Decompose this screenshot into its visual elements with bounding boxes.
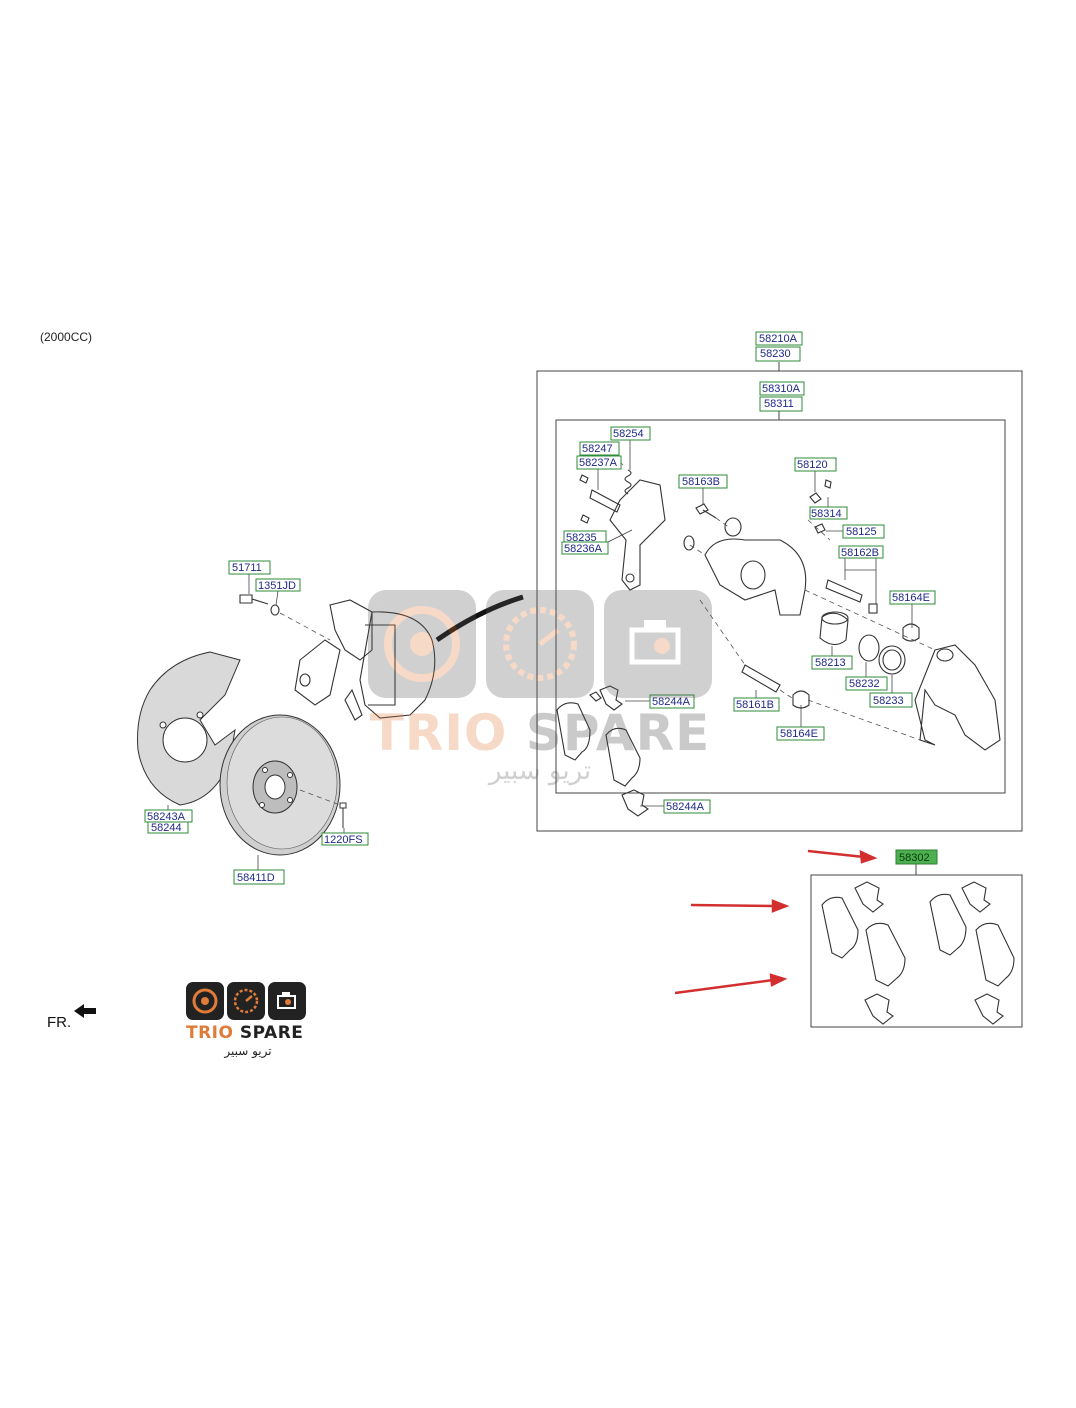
part-label-58120[interactable]: 58120 (797, 459, 828, 471)
part-label-58314[interactable]: 58314 (811, 508, 842, 520)
inner-leaders (597, 439, 913, 807)
brake-disc-icon (186, 982, 224, 1020)
part-label-51711[interactable]: 51711 (232, 562, 262, 574)
brand-arabic-name: تريو سبير (224, 1044, 272, 1058)
part-number-texts: 58210A 58230 58310A 58311 58254 58247 58… (147, 333, 930, 884)
part-label-58311[interactable]: 58311 (764, 398, 794, 410)
front-direction-label: FR. (47, 1014, 72, 1031)
part-label-58213[interactable]: 58213 (815, 657, 846, 669)
part-label-58243A[interactable]: 58243A (147, 811, 186, 823)
part-label-58310A[interactable]: 58310A (762, 383, 801, 395)
part-number-labels (144, 331, 938, 885)
left-caliper-art (239, 594, 436, 721)
part-label-58125[interactable]: 58125 (846, 526, 877, 538)
part-label-58237A[interactable]: 58237A (579, 457, 618, 469)
caliper-parts-art (556, 469, 1001, 817)
part-label-1351JD[interactable]: 1351JD (258, 580, 296, 592)
pad-kit-art (821, 881, 1015, 1025)
engine-variant-label: (2000CC) (40, 330, 93, 344)
part-label-58232[interactable]: 58232 (849, 678, 880, 690)
part-label-58254[interactable]: 58254 (613, 428, 644, 440)
pad-kit-frame (810, 874, 1023, 1028)
caliper-assembly-frame (536, 370, 1023, 832)
dust-shield-art (137, 651, 241, 806)
part-label-58302[interactable]: 58302 (899, 852, 930, 864)
part-label-58244A-top[interactable]: 58244A (652, 696, 691, 708)
part-label-1220FS[interactable]: 1220FS (324, 834, 363, 846)
part-label-58210A[interactable]: 58210A (759, 333, 798, 345)
part-label-58236A[interactable]: 58236A (564, 543, 603, 555)
red-arrow-icon (674, 849, 878, 995)
detail-curve-arrow (435, 594, 524, 643)
part-label-58244[interactable]: 58244 (151, 822, 182, 834)
caliper-subassembly-frame (555, 419, 1006, 794)
brake-disc-art (219, 714, 341, 856)
part-label-58244A-bottom[interactable]: 58244A (666, 801, 705, 813)
brand-name: TRIO SPARE (186, 1023, 304, 1043)
part-label-58233[interactable]: 58233 (873, 695, 904, 707)
part-label-58230[interactable]: 58230 (760, 348, 791, 360)
part-label-58164E-bottom[interactable]: 58164E (780, 728, 818, 740)
front-arrow-icon (74, 1004, 96, 1018)
brand-logo: TRIO SPARE تريو سبير (186, 982, 310, 1062)
part-label-58163B[interactable]: 58163B (682, 476, 720, 488)
engine-icon (268, 982, 306, 1020)
part-label-58164E-top[interactable]: 58164E (892, 592, 930, 604)
part-label-58161B[interactable]: 58161B (736, 699, 774, 711)
part-label-58411D[interactable]: 58411D (237, 872, 275, 884)
part-label-58162B[interactable]: 58162B (841, 547, 879, 559)
speedometer-icon (227, 982, 265, 1020)
left-leaders (167, 574, 345, 871)
part-label-58235[interactable]: 58235 (566, 532, 597, 544)
part-label-58247[interactable]: 58247 (582, 443, 613, 455)
